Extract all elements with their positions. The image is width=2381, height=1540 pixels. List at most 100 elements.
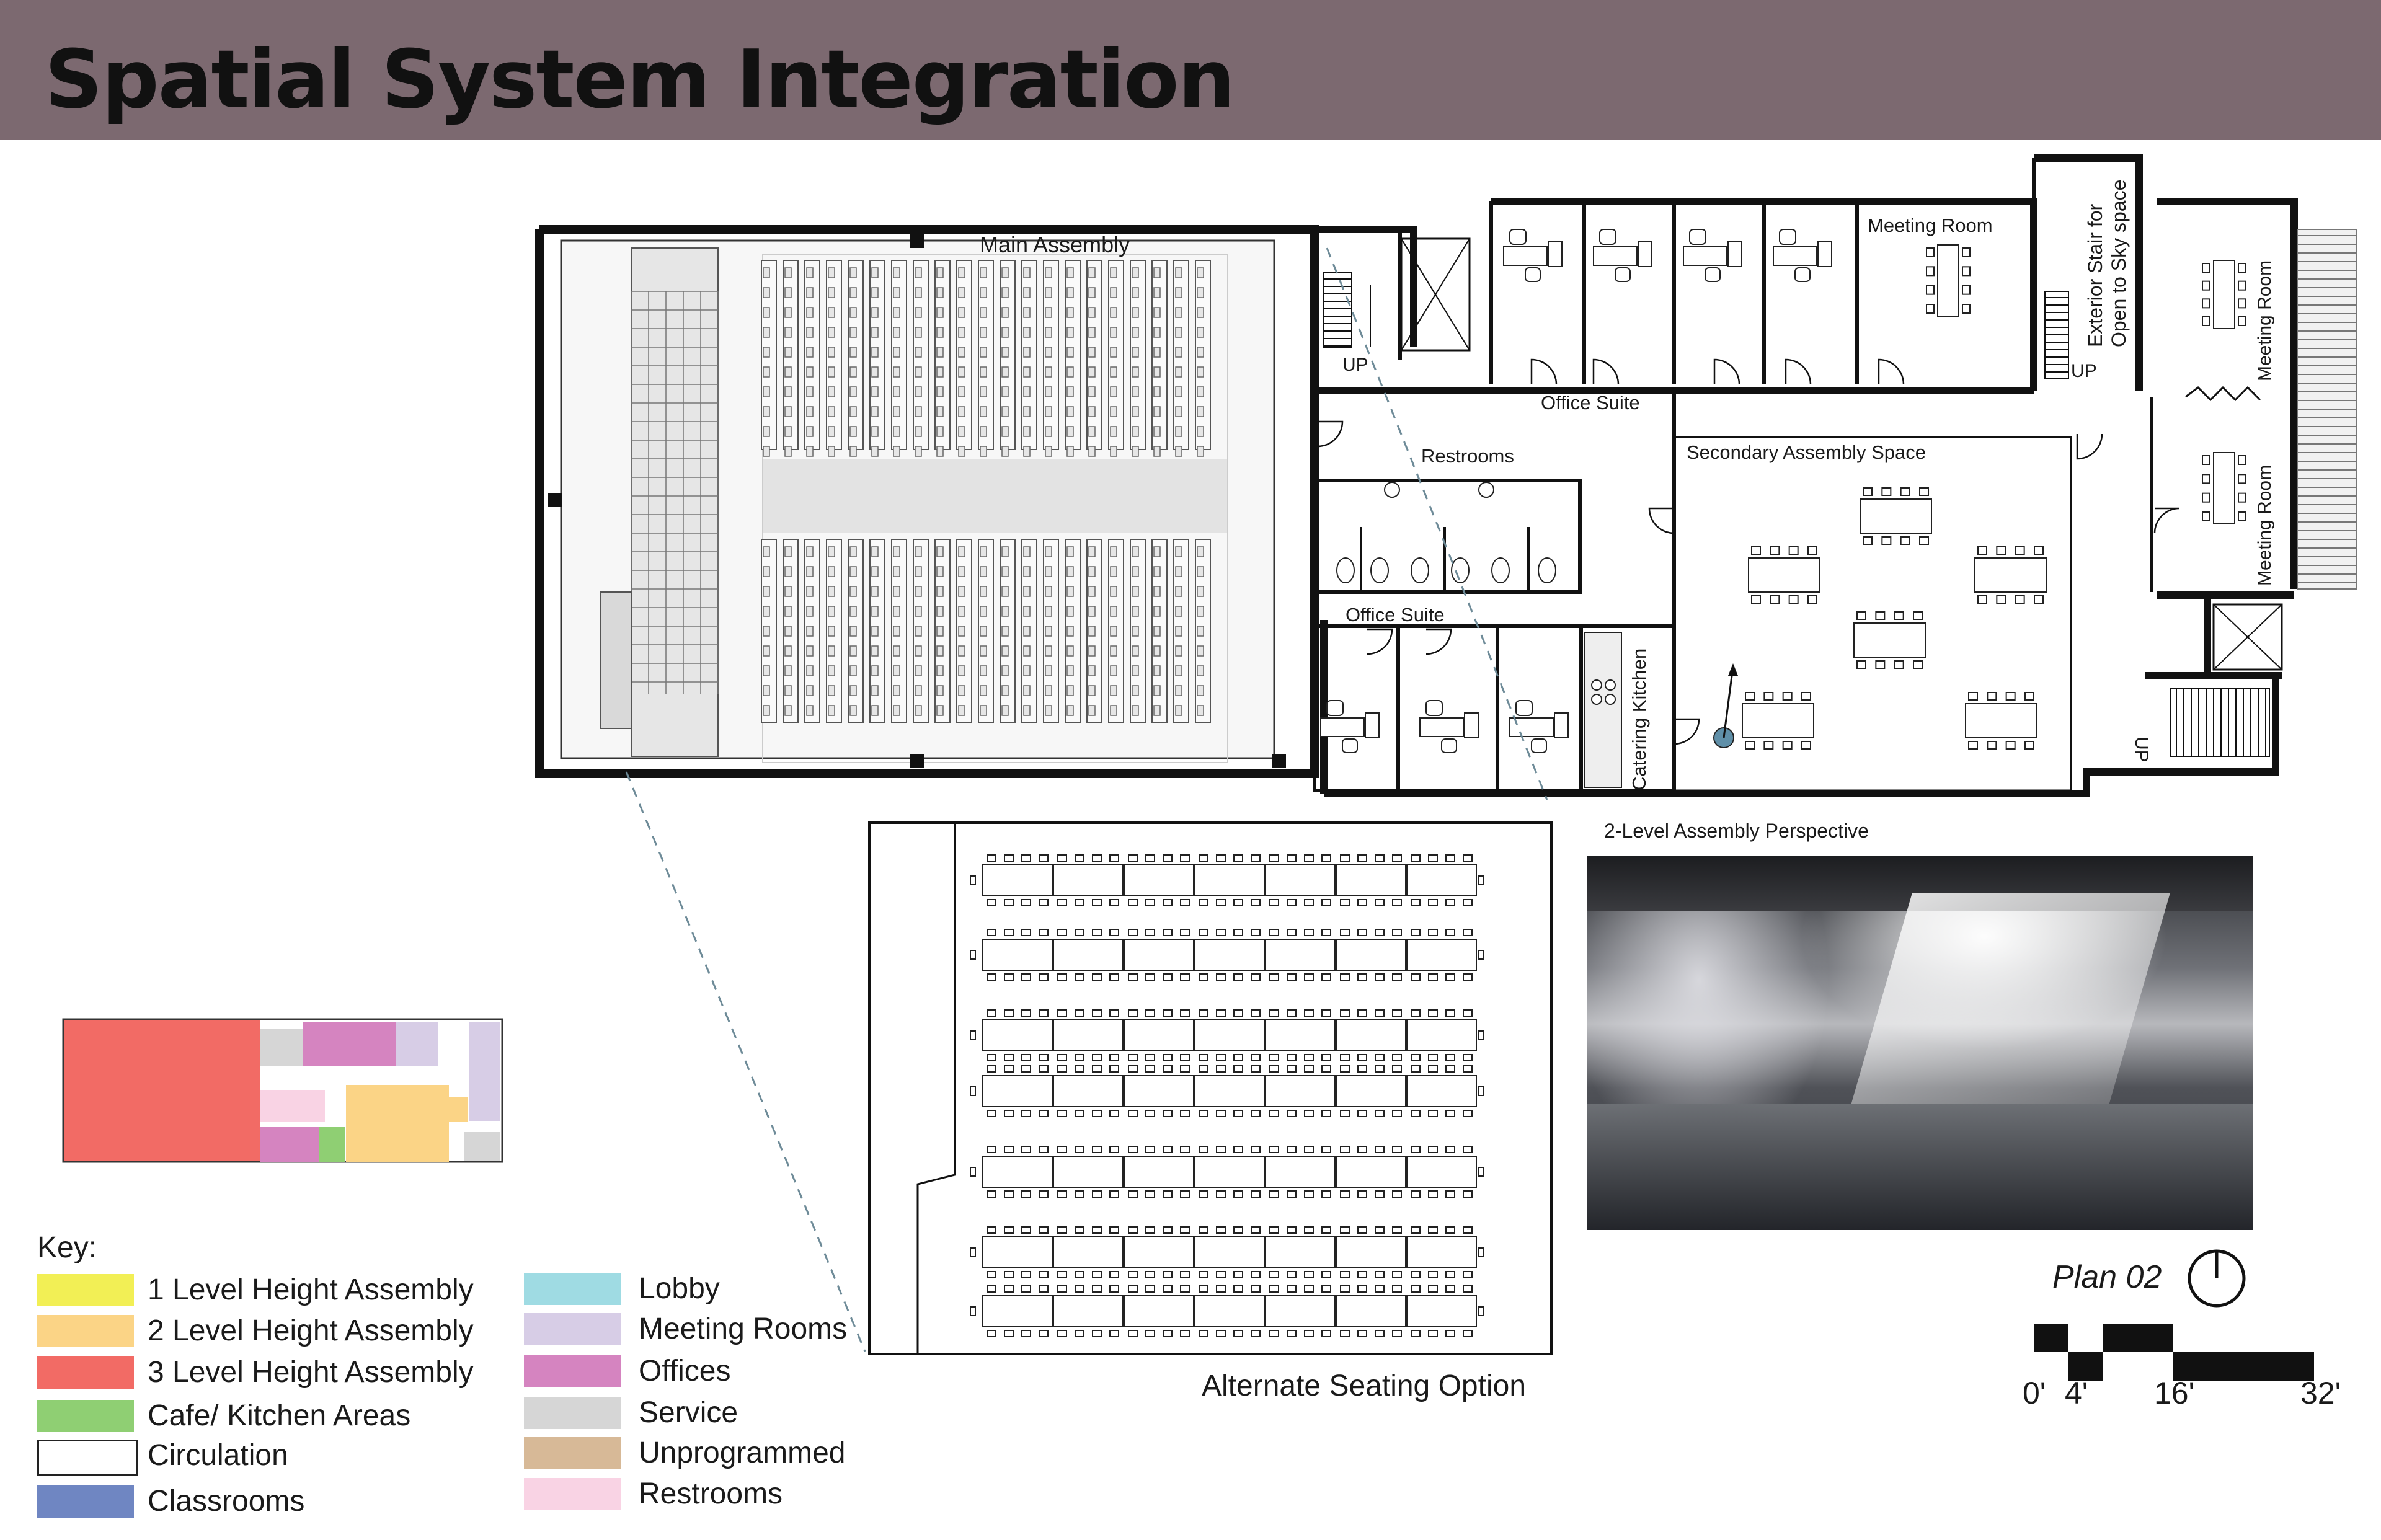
legend-label: 3 Level Height Assembly <box>148 1356 474 1389</box>
seat <box>784 586 792 597</box>
seat <box>1023 267 1031 278</box>
office-chair <box>1425 700 1443 716</box>
seat <box>1197 267 1204 278</box>
chair <box>2202 316 2210 326</box>
chair <box>1039 1009 1049 1017</box>
seating-zone <box>762 254 1228 763</box>
seat <box>763 386 770 397</box>
chair <box>1321 1110 1331 1117</box>
seat <box>1110 606 1117 617</box>
chair <box>1128 973 1138 981</box>
chair <box>1770 595 1780 604</box>
seat <box>784 665 792 676</box>
chair <box>1340 1110 1350 1117</box>
chair <box>2202 511 2210 521</box>
banquet-table <box>1336 1075 1406 1107</box>
chair <box>1180 973 1190 981</box>
chair <box>1375 973 1385 981</box>
chair <box>1109 854 1119 862</box>
seat <box>828 645 835 657</box>
seat <box>1001 446 1009 457</box>
seat <box>980 566 987 577</box>
seat <box>828 347 835 358</box>
cabinet <box>1365 712 1380 738</box>
chair <box>1039 973 1049 981</box>
chair <box>1180 899 1190 906</box>
seat <box>828 685 835 696</box>
chair <box>1411 973 1421 981</box>
seat <box>806 386 814 397</box>
banquet-table <box>982 939 1053 971</box>
chair <box>1287 1009 1297 1017</box>
seat <box>763 307 770 318</box>
end-chair <box>1478 875 1484 885</box>
banquet-table <box>1124 864 1194 896</box>
seat <box>1153 446 1161 457</box>
seat <box>1066 645 1074 657</box>
seat <box>1132 426 1139 437</box>
seat <box>1045 446 1052 457</box>
seat <box>1066 406 1074 417</box>
seat <box>1066 327 1074 338</box>
chair <box>1411 929 1421 936</box>
chair <box>1039 1065 1049 1073</box>
chair <box>1128 929 1138 936</box>
seat <box>958 606 965 617</box>
seat <box>1001 426 1009 437</box>
door-swing <box>1425 628 1452 655</box>
chair <box>1411 1330 1421 1337</box>
stair-right <box>2170 688 2270 757</box>
seat <box>958 665 965 676</box>
seat <box>763 366 770 378</box>
banquet-table <box>1265 864 1336 896</box>
chair <box>1304 1054 1314 1061</box>
seat <box>915 347 922 358</box>
seat <box>1088 606 1096 617</box>
seat <box>1197 586 1204 597</box>
east-block-thin-walls <box>1313 158 2283 792</box>
seat <box>1001 307 1009 318</box>
chair <box>987 1226 996 1234</box>
banquet-table <box>1336 939 1406 971</box>
seat <box>1066 366 1074 378</box>
seat <box>849 287 857 298</box>
chair <box>1199 1330 1208 1337</box>
seat <box>828 406 835 417</box>
chair <box>1445 1110 1455 1117</box>
seat <box>1088 645 1096 657</box>
chair <box>1304 1330 1314 1337</box>
room-label-meeting-room-top: Meeting Room <box>1868 215 1993 236</box>
seat <box>936 685 944 696</box>
chair <box>1321 1271 1331 1278</box>
chair <box>1109 929 1119 936</box>
end-chair <box>970 950 976 960</box>
seat <box>871 307 879 318</box>
chair <box>1375 1009 1385 1017</box>
chair <box>1287 1330 1297 1337</box>
legend-label: Offices <box>639 1355 731 1387</box>
chair <box>1269 1190 1279 1198</box>
chair <box>1996 595 2006 604</box>
chair <box>2238 263 2246 273</box>
chair <box>1163 1271 1173 1278</box>
seat <box>936 267 944 278</box>
seat <box>806 645 814 657</box>
seat <box>1197 287 1204 298</box>
chair <box>1392 973 1402 981</box>
chair <box>1180 1146 1190 1153</box>
chair <box>1894 611 1904 620</box>
folding-partition <box>2185 386 2261 402</box>
seat <box>1045 347 1052 358</box>
end-chair <box>970 1306 976 1316</box>
seat <box>1045 665 1052 676</box>
seat <box>915 586 922 597</box>
office-desks-top <box>1503 229 1832 282</box>
seat <box>763 685 770 696</box>
chair <box>2024 741 2034 750</box>
seat <box>1045 586 1052 597</box>
alternate-seating-caption: Alternate Seating Option <box>1202 1370 1527 1402</box>
seat <box>784 705 792 716</box>
banquet-table <box>1124 939 1194 971</box>
seat <box>980 307 987 318</box>
